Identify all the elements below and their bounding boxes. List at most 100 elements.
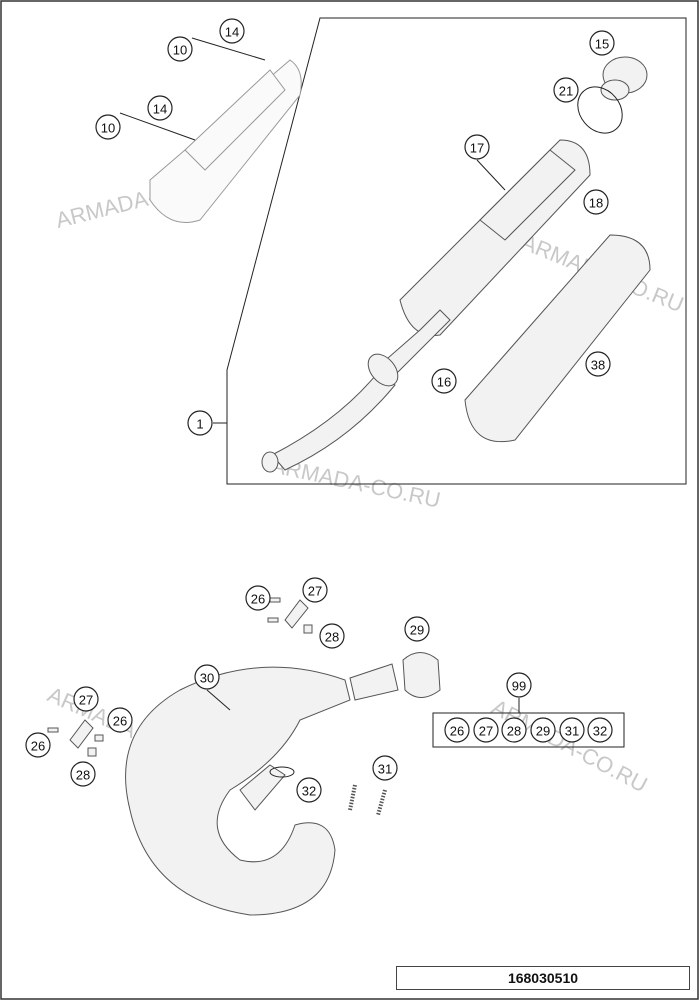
- callout-number: 21: [559, 84, 573, 99]
- part-callout: 27: [302, 577, 328, 603]
- part-callout: 10: [95, 114, 121, 140]
- callout-circle: [372, 755, 398, 781]
- silencer-mount-illustration: [119, 37, 302, 223]
- kit-99-box: [432, 712, 625, 748]
- callout-number: 99: [512, 679, 526, 694]
- callout-number: 26: [113, 714, 127, 729]
- callout-number: 29: [410, 623, 424, 638]
- part-callout: 21: [553, 77, 579, 103]
- callout-circle: [587, 717, 613, 743]
- callout-circle: [431, 368, 457, 394]
- part-callout: 28: [70, 761, 96, 787]
- callout-number: 1: [196, 417, 203, 432]
- part-callout: 26: [107, 707, 133, 733]
- callout-circle: [194, 664, 220, 690]
- o-ring-32: [269, 766, 295, 778]
- callout-circle: [245, 585, 271, 611]
- callout-circle: [187, 410, 213, 436]
- callout-circle: [319, 623, 345, 649]
- callout-number: 26: [251, 592, 265, 607]
- callout-circle: [583, 189, 609, 215]
- part-callout: 1: [187, 410, 213, 436]
- part-callout: 27: [73, 686, 99, 712]
- part-callout: 16: [431, 368, 457, 394]
- kit-item-callout: 32: [587, 717, 613, 743]
- callout-circle: [167, 36, 193, 62]
- callout-circle: [95, 114, 121, 140]
- callout-number: 16: [437, 375, 451, 390]
- callout-circle: [107, 707, 133, 733]
- part-callout: 14: [219, 18, 245, 44]
- callout-circle: [473, 717, 499, 743]
- callout-circle: [302, 577, 328, 603]
- callout-number: 28: [507, 724, 521, 739]
- callout-circle: [296, 777, 322, 803]
- callout-circle: [404, 616, 430, 642]
- callout-number: 30: [200, 671, 214, 686]
- callout-circle: [444, 717, 470, 743]
- callout-number: 17: [470, 141, 484, 156]
- callout-circle: [559, 717, 585, 743]
- callout-number: 38: [591, 358, 605, 373]
- callout-number: 10: [173, 43, 187, 58]
- callout-number: 32: [593, 724, 607, 739]
- callout-number: 29: [536, 724, 550, 739]
- brackets: [47, 597, 313, 757]
- part-callout: 30: [194, 664, 220, 690]
- exhaust-sleeve: [402, 652, 441, 698]
- callout-number: 14: [153, 102, 167, 117]
- callout-circle: [73, 686, 99, 712]
- part-callout: 38: [585, 351, 611, 377]
- callout-number: 18: [589, 196, 603, 211]
- part-callout: 28: [319, 623, 345, 649]
- callout-circle: [589, 30, 615, 56]
- callout-number: 27: [79, 693, 93, 708]
- callout-circle: [464, 134, 490, 160]
- exhaust-pipe: [125, 663, 399, 916]
- callout-circle: [530, 717, 556, 743]
- part-callout: 29: [404, 616, 430, 642]
- part-callout: 99: [506, 672, 532, 698]
- part-callout: 15: [589, 30, 615, 56]
- callout-number: 27: [479, 724, 493, 739]
- callout-number: 28: [325, 630, 339, 645]
- callout-circle: [501, 717, 527, 743]
- part-callout: 10: [167, 36, 193, 62]
- kit-item-callout: 26: [444, 717, 470, 743]
- diagram-id-label: 168030510: [396, 966, 690, 990]
- callout-circle: [585, 351, 611, 377]
- o-ring: [577, 86, 623, 134]
- part-callout: 26: [245, 585, 271, 611]
- callout-circle: [553, 77, 579, 103]
- springs: [348, 784, 387, 816]
- callout-circle: [25, 732, 51, 758]
- part-callout: 32: [296, 777, 322, 803]
- kit-item-callout: 29: [530, 717, 556, 743]
- part-callout: 31: [372, 755, 398, 781]
- part-callout: 18: [583, 189, 609, 215]
- callout-number: 14: [225, 25, 239, 40]
- kit-item-callout: 28: [501, 717, 527, 743]
- kit-item-callout: 27: [473, 717, 499, 743]
- callout-number: 15: [595, 37, 609, 52]
- part-callout: 14: [147, 95, 173, 121]
- callout-number: 32: [302, 784, 316, 799]
- callout-circle: [219, 18, 245, 44]
- svg-text:ARMADA-CO.RU: ARMADA-CO.RU: [488, 694, 652, 797]
- leader-lines: [206, 159, 520, 713]
- silencer-group-outline: [226, 17, 687, 485]
- silencer-packing: [464, 234, 651, 443]
- callout-number: 31: [565, 724, 579, 739]
- callout-circle: [70, 761, 96, 787]
- end-cap: [600, 56, 648, 101]
- callout-number: 27: [308, 584, 322, 599]
- part-callout: 26: [25, 732, 51, 758]
- kit-item-callout: 31: [559, 717, 585, 743]
- callout-number: 28: [76, 768, 90, 783]
- callout-number: 26: [31, 739, 45, 754]
- callout-circle: [506, 672, 532, 698]
- silencer: [261, 139, 591, 473]
- callout-circle: [147, 95, 173, 121]
